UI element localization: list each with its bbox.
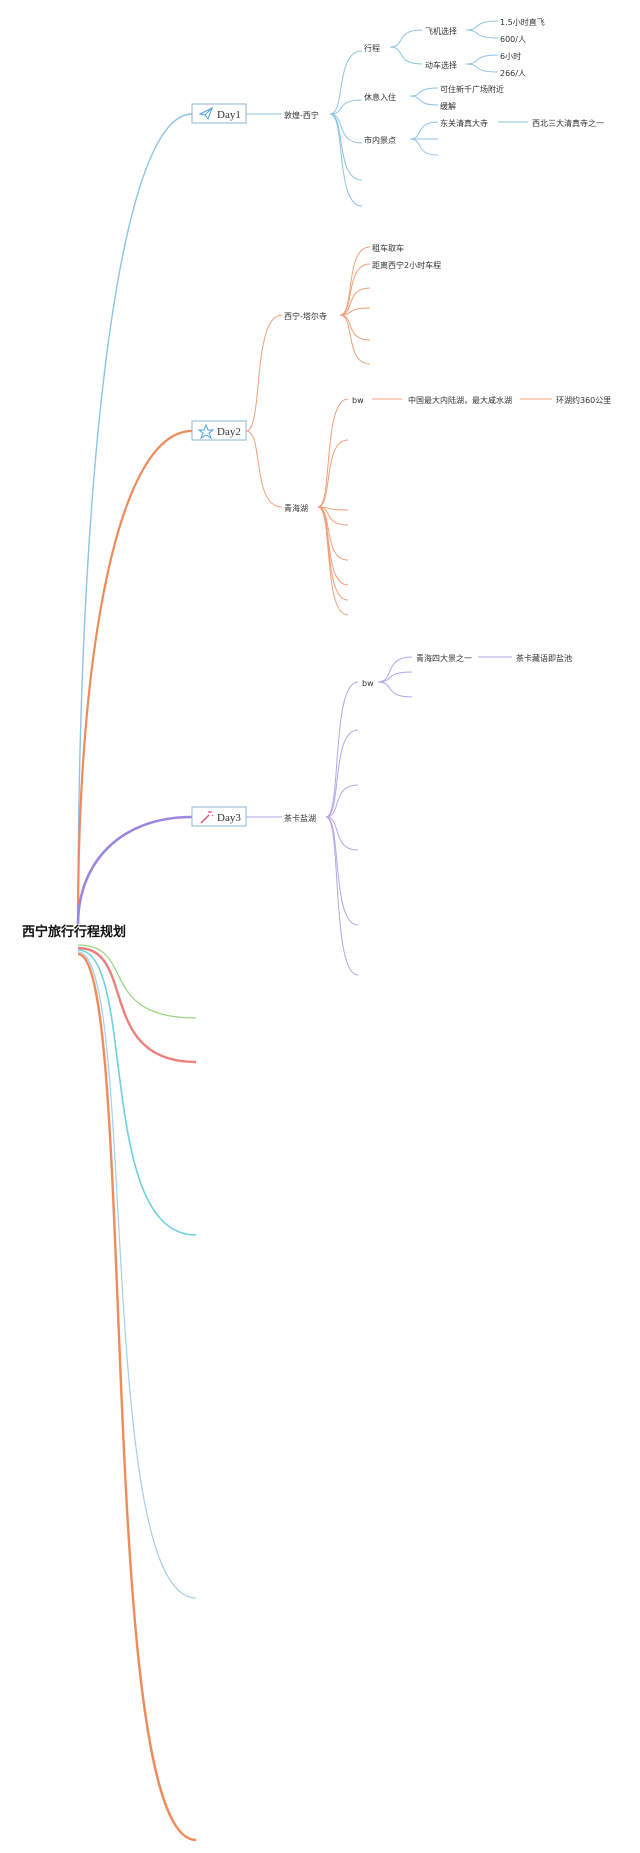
branch-line-2 (389, 46, 423, 65)
root-branch-day2 (76, 429, 193, 923)
day1-sub-blank1 (329, 113, 363, 181)
node-bw-lake[interactable]: bw (352, 396, 364, 405)
branch-line-38 (377, 656, 413, 683)
node-mosque-note[interactable]: 西北三大清真寺之一 (532, 118, 604, 128)
node-lake-fact[interactable]: 中国最大内陆湖，最大咸水湖 (408, 395, 512, 405)
node-dunhuang-xining[interactable]: 敦煌-西宁 (284, 110, 319, 120)
node-train-price[interactable]: 266/人 (500, 69, 526, 78)
root-branch-orange (77, 952, 197, 1842)
branch-line-33 (325, 729, 359, 818)
root-branch-day3 (76, 815, 193, 925)
node-chaka-salt-lake[interactable]: 茶卡盐湖 (284, 813, 316, 823)
node-rest-stay[interactable]: 休息入住 (364, 92, 396, 102)
node-flight-duration[interactable]: 1.5小时直飞 (500, 17, 545, 27)
branch-line-21 (317, 398, 349, 508)
node-city-sights[interactable]: 市内景点 (364, 135, 396, 145)
node-bw-chaka[interactable]: bw (362, 679, 374, 688)
branch-line-4 (465, 29, 499, 39)
node-chaka-meaning[interactable]: 茶卡藏语即盐池 (516, 653, 572, 663)
node-stay-location[interactable]: 可住新千广场附近 (440, 84, 504, 94)
branch-line-7 (409, 87, 439, 97)
day1-label: Day1 (217, 109, 241, 121)
day3-node-box (191, 806, 247, 827)
day1-node[interactable]: Day1 (191, 103, 247, 124)
day1-sub-rest (329, 99, 363, 115)
branch-line-32 (325, 681, 359, 818)
node-car-rental[interactable]: 租车取车 (372, 243, 404, 253)
root-branch-day1 (77, 113, 193, 921)
node-itinerary[interactable]: 行程 (364, 43, 380, 53)
branch-line-9 (409, 121, 439, 140)
root-branch-green (77, 944, 197, 1019)
branch-line-1 (389, 29, 423, 48)
branch-line-34 (325, 784, 359, 818)
branch-line-8 (409, 95, 439, 106)
node-drive-distance[interactable]: 距离西宁2小时车程 (372, 260, 441, 270)
branch-line-25 (317, 506, 349, 561)
branch-lines (76, 20, 552, 1842)
branch-line-28 (317, 506, 349, 616)
day2-node[interactable]: Day2 (191, 420, 247, 441)
node-chaka-fact[interactable]: 青海四大景之一 (416, 653, 472, 663)
branch-line-37 (325, 816, 359, 976)
branch-line-18 (339, 307, 371, 316)
node-flight-price[interactable]: 600/人 (500, 35, 526, 44)
branch-line-3 (465, 20, 499, 31)
branch-line-26 (317, 506, 349, 586)
paper-plane-icon (198, 106, 213, 121)
day2-label: Day2 (217, 426, 241, 438)
day3-node[interactable]: Day3 (191, 806, 247, 827)
branch-line-22 (317, 439, 349, 508)
branch-line-11 (409, 138, 439, 156)
branch-line-39 (377, 671, 413, 683)
node-dongguan-mosque[interactable]: 东关清真大寺 (440, 118, 488, 128)
root-branch-lightblue (77, 951, 197, 1599)
node-xining-taer[interactable]: 西宁-塔尔寺 (284, 311, 327, 321)
star-icon (197, 423, 215, 440)
branch-line-19 (339, 314, 371, 341)
branch-line-36 (325, 816, 359, 926)
node-train-option[interactable]: 动车选择 (425, 60, 457, 70)
branch-line-20 (339, 314, 371, 365)
day1-sub-blank2 (329, 113, 363, 207)
branch-line-5 (465, 54, 499, 65)
branch-line-13 (245, 314, 283, 432)
node-train-duration[interactable]: 6小时 (500, 51, 521, 61)
root-label: 西宁旅行行程规划 (22, 924, 126, 940)
day1-sub-itinerary (329, 50, 363, 115)
branch-line-14 (245, 430, 283, 508)
branch-line-15 (339, 246, 371, 316)
branch-line-35 (325, 816, 359, 851)
root-branch-red (77, 946, 197, 1064)
node-flight-option[interactable]: 飞机选择 (425, 26, 457, 36)
branch-line-40 (377, 681, 413, 698)
day3-label: Day3 (217, 812, 241, 824)
magic-wand-icon (200, 811, 214, 824)
branch-line-17 (339, 287, 371, 316)
day1-sub-sights (329, 113, 363, 144)
node-lake-circuit[interactable]: 环湖约360公里 (556, 395, 611, 405)
root-branch-cyan (77, 949, 197, 1236)
branch-line-16 (339, 263, 371, 316)
day1-node-box (191, 103, 247, 124)
root-node[interactable]: 西宁旅行行程规划 (22, 924, 126, 940)
node-qinghai-lake[interactable]: 青海湖 (284, 503, 308, 513)
branch-line-6 (465, 63, 499, 73)
node-relax[interactable]: 缓解 (440, 101, 456, 111)
